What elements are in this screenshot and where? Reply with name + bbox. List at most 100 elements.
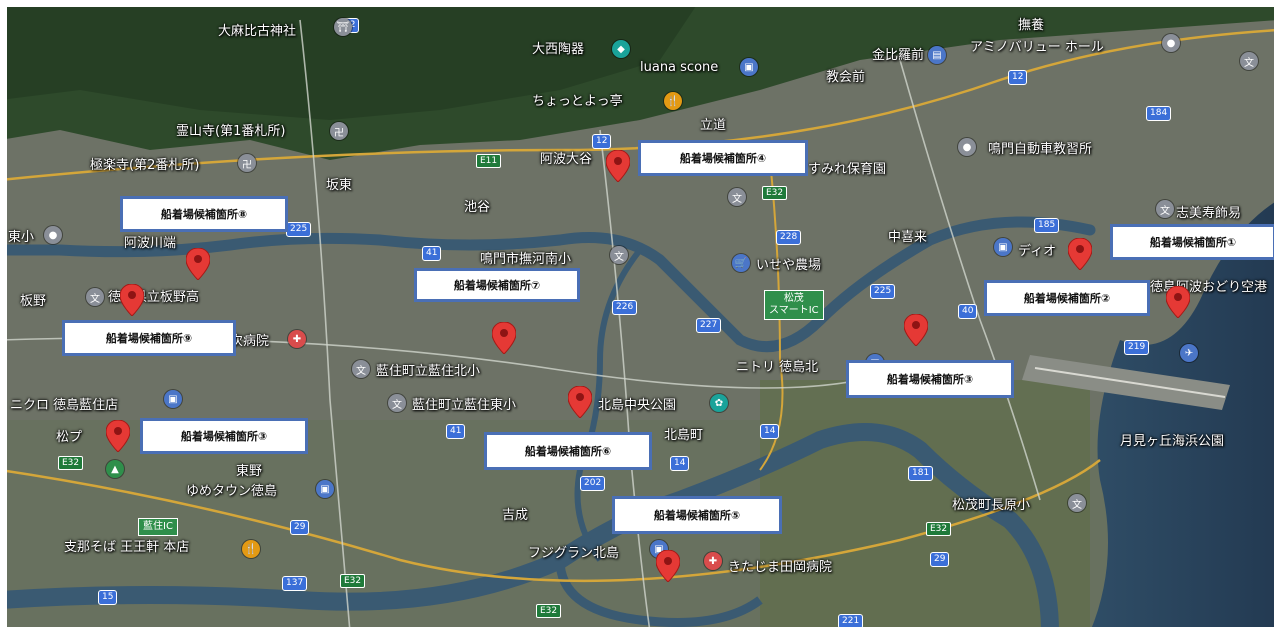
park-tree-icon[interactable]: ▲ bbox=[106, 460, 124, 478]
callout-candidate-7[interactable]: 船着場候補箇所⑦ bbox=[414, 268, 580, 302]
location-icon[interactable]: ● bbox=[44, 226, 62, 244]
place-label: 月見ヶ丘海浜公園 bbox=[1120, 434, 1225, 449]
map-pin[interactable] bbox=[904, 314, 928, 346]
temple-icon[interactable]: 卍 bbox=[330, 122, 348, 140]
callout-candidate-3b[interactable]: 船着場候補箇所③ bbox=[140, 418, 308, 454]
place-label: 北島町 bbox=[664, 428, 704, 443]
place-label: 中喜来 bbox=[888, 230, 928, 245]
place-label: 金比羅前 bbox=[872, 48, 925, 63]
school-icon[interactable]: 文 bbox=[1240, 52, 1258, 70]
road-shield: 202 bbox=[580, 476, 606, 491]
road-shield: 29 bbox=[290, 520, 310, 535]
map-pin[interactable] bbox=[120, 284, 144, 316]
place-label: アミノバリュー ホール bbox=[970, 40, 1104, 55]
road-shield: 137 bbox=[282, 576, 308, 591]
school-icon[interactable]: 文 bbox=[728, 188, 746, 206]
road-shield: 12 bbox=[1008, 70, 1028, 85]
park-icon[interactable]: ✿ bbox=[710, 394, 728, 412]
place-label: 次病院 bbox=[230, 334, 270, 349]
map-pin[interactable] bbox=[186, 248, 210, 280]
temple-icon[interactable]: ⛩ bbox=[334, 18, 352, 36]
place-label: 板野 bbox=[20, 294, 47, 309]
school-icon[interactable]: 文 bbox=[388, 394, 406, 412]
place-label: すみれ保育園 bbox=[808, 162, 887, 177]
place-label: 志美寿飾易 bbox=[1176, 206, 1242, 221]
restaurant-icon[interactable]: 🍴 bbox=[242, 540, 260, 558]
store-icon[interactable]: ▣ bbox=[994, 238, 1012, 256]
place-label: 池谷 bbox=[464, 200, 491, 215]
store-icon[interactable]: ▣ bbox=[740, 58, 758, 76]
airport-icon[interactable]: ✈ bbox=[1180, 344, 1198, 362]
map-pin[interactable] bbox=[106, 420, 130, 452]
expressway-shield: E32 bbox=[762, 186, 788, 200]
restaurant-icon[interactable]: 🍴 bbox=[664, 92, 682, 110]
expressway-shield: E11 bbox=[476, 154, 502, 168]
place-label: 吉成 bbox=[502, 508, 529, 523]
place-label: 大麻比古神社 bbox=[218, 24, 297, 39]
place-label: luana scone bbox=[640, 60, 719, 75]
place-label: 鳴門自動車教習所 bbox=[988, 142, 1093, 157]
road-shield: 29 bbox=[930, 552, 950, 567]
place-label: 松プ bbox=[56, 430, 83, 445]
place-label: フジグラン北島 bbox=[528, 546, 620, 561]
callout-candidate-1[interactable]: 船着場候補箇所① bbox=[1110, 224, 1276, 260]
map-pin[interactable] bbox=[492, 322, 516, 354]
train-icon[interactable]: ▤ bbox=[928, 46, 946, 64]
hospital-icon[interactable]: ✚ bbox=[288, 330, 306, 348]
callout-candidate-5[interactable]: 船着場候補箇所⑤ bbox=[612, 496, 782, 534]
smart-ic-badge: 松茂スマートIC bbox=[764, 290, 824, 320]
road-shield: 227 bbox=[696, 318, 722, 333]
callout-candidate-4[interactable]: 船着場候補箇所④ bbox=[638, 140, 808, 176]
location-icon[interactable]: ● bbox=[958, 138, 976, 156]
place-label: 藍住町立藍住東小 bbox=[412, 398, 517, 413]
store-icon[interactable]: ▣ bbox=[164, 390, 182, 408]
place-label: ニトリ 徳島北 bbox=[736, 360, 819, 375]
callout-candidate-6[interactable]: 船着場候補箇所⑥ bbox=[484, 432, 652, 470]
place-label: 極楽寺(第2番札所) bbox=[90, 158, 200, 173]
road-shield: 181 bbox=[908, 466, 934, 481]
map-pin[interactable] bbox=[1166, 286, 1190, 318]
callout-candidate-8[interactable]: 船着場候補箇所⑧ bbox=[120, 196, 288, 232]
expressway-shield: E32 bbox=[536, 604, 562, 618]
shop-icon[interactable]: ◆ bbox=[612, 40, 630, 58]
map-pin[interactable] bbox=[656, 550, 680, 582]
school-icon[interactable]: 文 bbox=[1156, 200, 1174, 218]
shopping-cart-icon[interactable]: 🛒 bbox=[732, 254, 750, 272]
place-label: 阿波川端 bbox=[124, 236, 177, 251]
place-label: きたじま田岡病院 bbox=[728, 560, 833, 575]
road-shield: 221 bbox=[838, 614, 864, 629]
place-label: 大西陶器 bbox=[532, 42, 585, 57]
road-shield: 12 bbox=[592, 134, 612, 149]
hospital-icon[interactable]: ✚ bbox=[704, 552, 722, 570]
road-shield: 14 bbox=[670, 456, 690, 471]
map-pin[interactable] bbox=[606, 150, 630, 182]
place-label: ディオ bbox=[1018, 244, 1057, 259]
map-pin[interactable] bbox=[568, 386, 592, 418]
place-label: 北島中央公園 bbox=[598, 398, 677, 413]
place-label: 霊山寺(第1番札所) bbox=[176, 124, 286, 139]
place-label: ゆめタウン徳島 bbox=[186, 484, 278, 499]
store-icon[interactable]: ▣ bbox=[316, 480, 334, 498]
place-label: 松茂町長原小 bbox=[952, 498, 1031, 513]
school-icon[interactable]: 文 bbox=[352, 360, 370, 378]
callout-candidate-2[interactable]: 船着場候補箇所② bbox=[984, 280, 1150, 316]
place-label: 東小 bbox=[8, 230, 35, 245]
location-icon[interactable]: ● bbox=[1162, 34, 1180, 52]
road-shield: 184 bbox=[1146, 106, 1172, 121]
map-pin[interactable] bbox=[1068, 238, 1092, 270]
school-icon[interactable]: 文 bbox=[86, 288, 104, 306]
school-icon[interactable]: 文 bbox=[1068, 494, 1086, 512]
place-label: 立道 bbox=[700, 118, 727, 133]
callout-candidate-9a[interactable]: 船着場候補箇所⑨ bbox=[62, 320, 236, 356]
callout-candidate-3[interactable]: 船着場候補箇所③ bbox=[846, 360, 1014, 398]
expressway-shield: E32 bbox=[340, 574, 366, 588]
school-icon[interactable]: 文 bbox=[610, 246, 628, 264]
place-label: いせや農場 bbox=[756, 258, 822, 273]
road-shield: 226 bbox=[612, 300, 638, 315]
temple-icon[interactable]: 卍 bbox=[238, 154, 256, 172]
road-shield: 219 bbox=[1124, 340, 1150, 355]
place-label: 鳴門市撫河南小 bbox=[480, 252, 572, 267]
place-label: 阿波大谷 bbox=[540, 152, 593, 167]
